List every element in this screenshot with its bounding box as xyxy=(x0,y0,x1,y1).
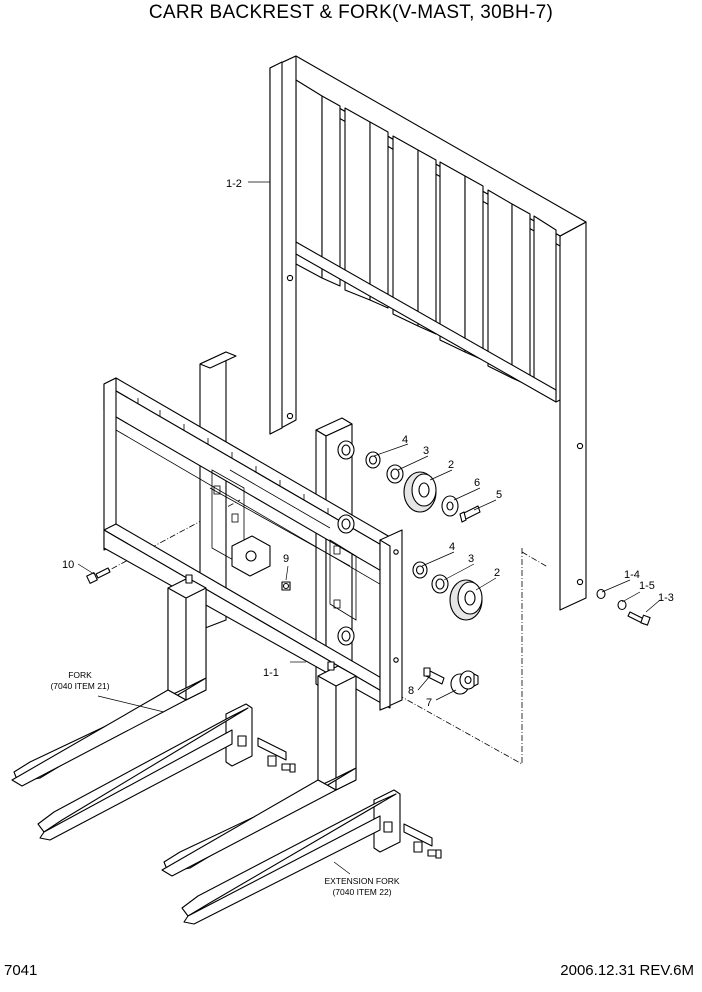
callout-1-3: 1-3 xyxy=(658,592,674,604)
callout-1-4: 1-4 xyxy=(624,569,640,581)
fork-left xyxy=(11,574,207,787)
callout-1-2: 1-2 xyxy=(226,178,242,190)
callout-10: 10 xyxy=(62,559,74,571)
callout-2-upper: 2 xyxy=(448,459,454,471)
roller-assembly-upper xyxy=(365,451,481,523)
fork-right xyxy=(161,661,357,877)
nut-9 xyxy=(281,581,291,591)
callout-1-1: 1-1 xyxy=(263,667,279,679)
callout-3-upper: 3 xyxy=(423,445,429,457)
extension-fork-left xyxy=(37,703,296,841)
shaft-8-roller-7 xyxy=(423,667,479,695)
callout-7: 7 xyxy=(426,697,432,709)
callout-4-lower: 4 xyxy=(449,541,455,553)
carriage xyxy=(103,351,403,711)
callout-5: 5 xyxy=(496,489,502,501)
callout-9: 9 xyxy=(283,553,289,565)
backrest xyxy=(269,55,587,611)
extension-fork-note-line2: (7040 ITEM 22) xyxy=(332,887,391,897)
revision-date: 2006.12.31 REV.6M xyxy=(560,962,694,979)
roller-assembly-lower xyxy=(412,561,483,621)
callout-2-lower: 2 xyxy=(494,567,500,579)
backrest-bolt-hardware xyxy=(596,588,651,626)
fork-note-line1: FORK xyxy=(68,670,92,680)
callout-6: 6 xyxy=(474,477,480,489)
callout-3-lower: 3 xyxy=(468,553,474,565)
callout-1-5: 1-5 xyxy=(639,580,655,592)
leader-lines xyxy=(77,443,661,875)
page-title: CARR BACKREST & FORK(V-MAST, 30BH-7) xyxy=(148,2,554,23)
fork-note-line2: (7040 ITEM 21) xyxy=(50,681,109,691)
page-number: 7041 xyxy=(4,962,38,979)
callout-8: 8 xyxy=(408,685,414,697)
extension-fork-note-line1: EXTENSION FORK xyxy=(324,876,399,886)
extension-fork-right xyxy=(181,789,442,925)
callout-4-upper: 4 xyxy=(402,434,408,446)
bolt-10 xyxy=(86,567,111,584)
